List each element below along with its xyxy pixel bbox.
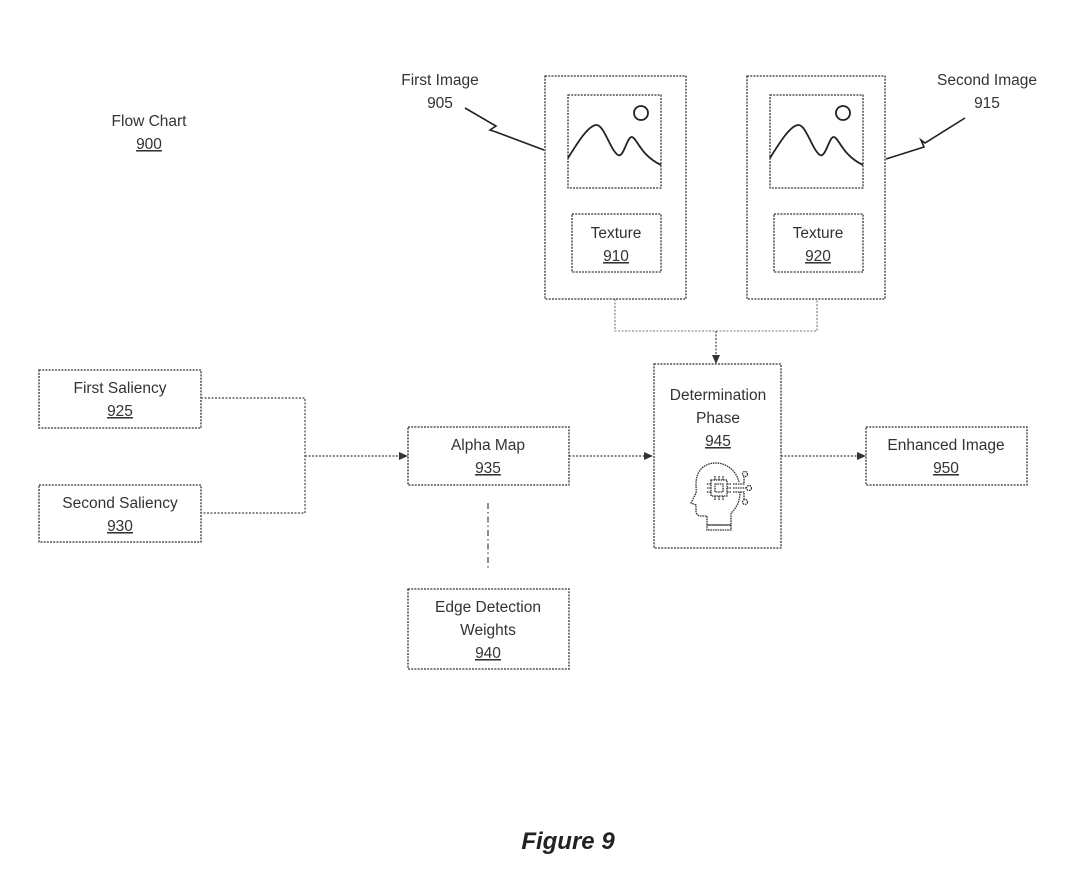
texture-920-ref: 920 xyxy=(805,248,831,265)
image-icon xyxy=(769,94,864,189)
second-image-label: Second Image xyxy=(937,72,1037,89)
images-to-determination-connector xyxy=(614,299,818,332)
second-image-node: Second Image 915 Texture 920 xyxy=(746,72,1037,300)
determination-ref: 945 xyxy=(705,433,731,450)
enhanced-image-node: Enhanced Image 950 xyxy=(865,426,1028,486)
alpha-map-label: Alpha Map xyxy=(451,437,525,454)
edge-detection-ref: 940 xyxy=(475,645,501,662)
alpha-map-node: Alpha Map 935 xyxy=(407,426,570,486)
second-saliency-label: Second Saliency xyxy=(62,495,178,512)
second-saliency-ref: 930 xyxy=(107,518,133,535)
first-saliency-label: First Saliency xyxy=(73,380,166,397)
texture-910-box: Texture 910 xyxy=(571,213,662,273)
enhanced-image-label: Enhanced Image xyxy=(887,437,1004,454)
texture-920-box: Texture 920 xyxy=(773,213,864,273)
alpha-map-ref: 935 xyxy=(475,460,501,477)
flow-chart-title-label: Flow Chart xyxy=(112,113,188,130)
figure-caption: Figure 9 xyxy=(521,828,615,855)
edge-detection-label-line1: Edge Detection xyxy=(435,599,541,616)
second-image-ref: 915 xyxy=(974,95,1000,112)
texture-920-label: Texture xyxy=(793,225,844,242)
flow-chart-ref-number: 900 xyxy=(136,136,162,153)
determination-phase-node: Determination Phase 945 xyxy=(653,363,782,549)
enhanced-image-ref: 950 xyxy=(933,460,959,477)
second-saliency-node: Second Saliency 930 xyxy=(38,484,202,543)
determination-label-line1: Determination xyxy=(670,387,767,404)
image-icon xyxy=(567,94,662,189)
first-image-leader-line xyxy=(464,107,545,151)
first-saliency-node: First Saliency 925 xyxy=(38,369,202,429)
second-image-leader-line xyxy=(885,117,966,160)
first-image-ref: 905 xyxy=(427,95,453,112)
ai-head-chip-icon xyxy=(690,462,753,531)
first-image-label: First Image xyxy=(401,72,479,89)
edge-detection-label-line2: Weights xyxy=(460,622,516,639)
determination-label-line2: Phase xyxy=(696,410,740,427)
first-image-node: First Image 905 Texture 910 xyxy=(401,72,687,300)
flow-chart-title: Flow Chart 900 xyxy=(112,113,188,153)
first-saliency-ref: 925 xyxy=(107,403,133,420)
texture-910-ref: 910 xyxy=(603,248,629,265)
edge-detection-weights-node: Edge Detection Weights 940 xyxy=(407,588,570,670)
texture-910-label: Texture xyxy=(591,225,642,242)
saliency-merge-connector xyxy=(201,397,306,514)
